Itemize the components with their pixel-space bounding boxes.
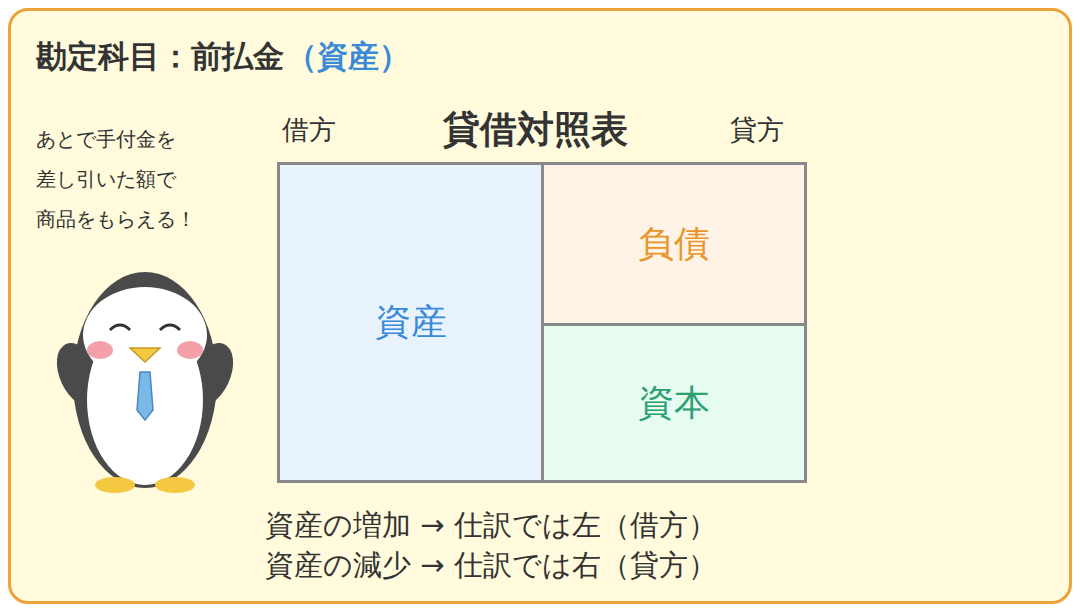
title-category: （資産） (286, 36, 410, 78)
balance-sheet: 貸借対照表資産負債資本 (277, 162, 807, 483)
capital-panel: 資本 (544, 326, 804, 480)
liability-panel: 負債 (544, 165, 804, 326)
capital-panel-text: 資本 (638, 379, 710, 428)
title: 勘定科目：前払金 (36, 36, 284, 78)
rule-note: 資産の増加 → 仕訳では左（借方） (265, 506, 717, 546)
liability-panel-text: 負債 (638, 220, 710, 269)
speech-text: あとで手付金を (36, 126, 176, 153)
rule-note: 資産の減少 → 仕訳では右（貸方） (265, 546, 717, 586)
column-heading: 借方 (282, 112, 336, 148)
asset-panel: 資産 (280, 165, 544, 480)
balance-sheet-text: 貸借対照表 (443, 105, 628, 155)
column-heading: 貸方 (730, 112, 784, 148)
penguin (48, 272, 243, 493)
speech-text: 差し引いた額で (36, 166, 176, 193)
speech-text: 商品をもらえる！ (36, 206, 196, 233)
asset-panel-text: 資産 (375, 298, 447, 347)
